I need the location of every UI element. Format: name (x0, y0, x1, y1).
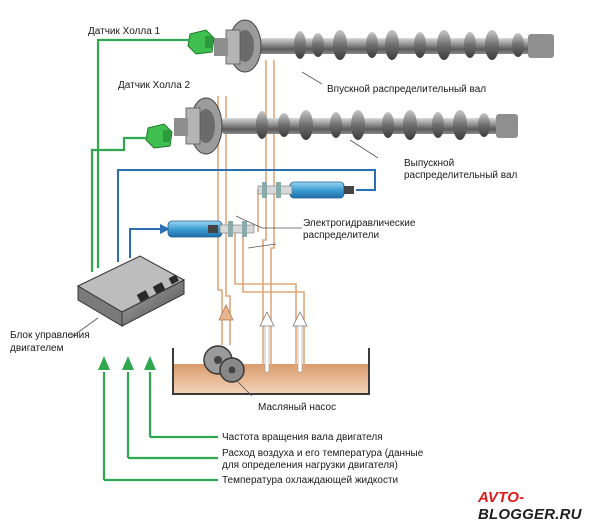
exhaust-camshaft-label-line1: Выпускной (404, 158, 455, 169)
watermark-part2: BLOGGER.RU (478, 506, 582, 523)
signal-air-flow-line1: Расход воздуха и его температура (данные (222, 448, 424, 459)
site-watermark: AVTO-BLOGGER.RU (478, 489, 600, 523)
hall-sensor-2-label: Датчик Холла 2 (118, 80, 191, 91)
ecu-label-line2: двигателем (10, 343, 64, 354)
valves-label-line2: распределители (303, 230, 380, 241)
intake-camshaft (214, 19, 554, 73)
valves-label-line1: Электрогидравлические (303, 218, 416, 229)
sensor-signal-lines (90, 38, 218, 482)
control-arrows (160, 224, 170, 234)
control-lines (117, 169, 376, 262)
variable-valve-timing-diagram (69, 19, 554, 482)
oil-pump (203, 345, 245, 383)
signal-engine-speed: Частота вращения вала двигателя (222, 432, 383, 443)
hall-sensor-2-body (145, 123, 173, 149)
hall-sensor-1-body (187, 29, 215, 55)
ecu-label-line1: Блок управления (10, 330, 90, 341)
valve-exhaust (167, 220, 255, 238)
signal-coolant-temp: Температура охлаждающей жидкости (222, 475, 399, 486)
leader-lines (69, 71, 379, 397)
valve-intake (257, 181, 354, 199)
engine-control-unit (76, 255, 186, 327)
watermark-part1: AVTO- (478, 489, 525, 506)
oil-pump-label: Масляный насос (258, 402, 337, 413)
diagram-canvas: Датчик Холла 1 Датчик Холла 2 Впускной р… (10, 19, 581, 523)
exhaust-camshaft-label-line2: распределительный вал (404, 170, 518, 181)
exhaust-camshaft (174, 97, 518, 155)
oil-flow-arrows (218, 304, 308, 373)
input-signal-arrows (98, 356, 156, 370)
signal-air-flow-line2: для определения нагрузки двигателя) (222, 460, 398, 471)
hall-sensor-1-label: Датчик Холла 1 (88, 26, 161, 37)
intake-camshaft-label: Впускной распределительный вал (327, 84, 487, 95)
